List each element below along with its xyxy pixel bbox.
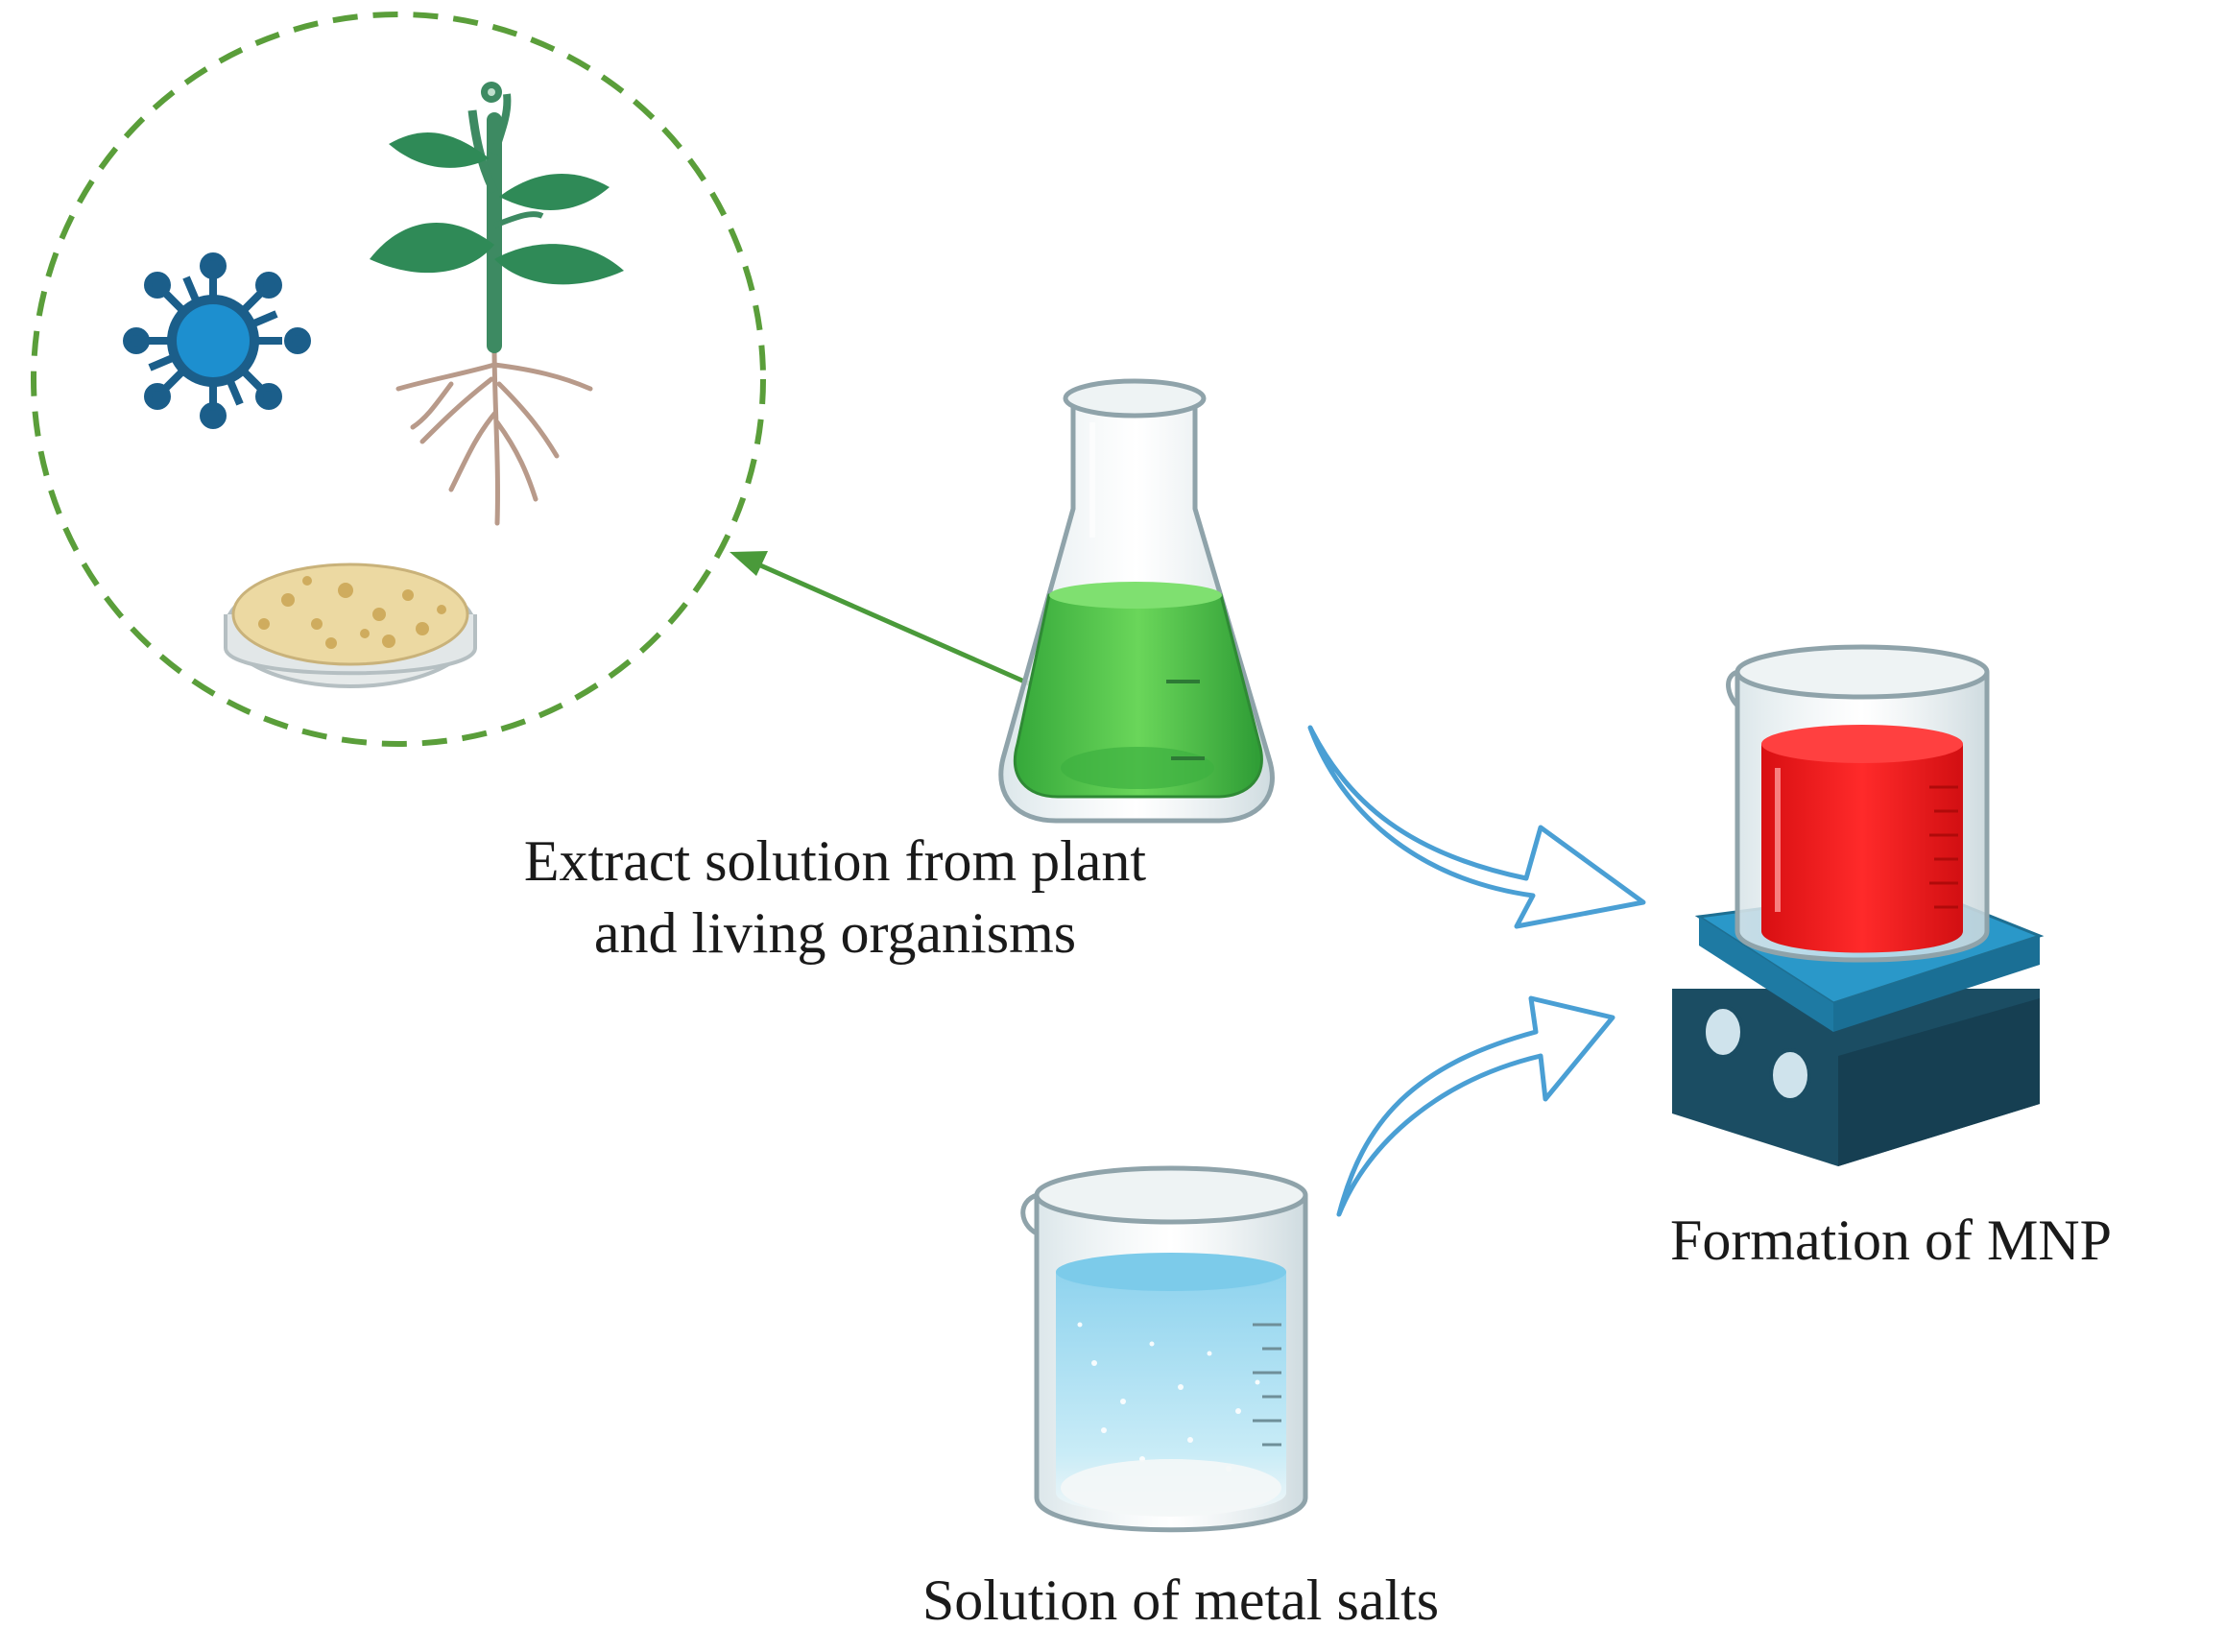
extract-label-line1: Extract solution from plant [523,829,1147,893]
petri-dish-icon [224,563,477,688]
organism-source-circle [31,12,766,747]
extract-label: Extract solution from plant and living o… [317,826,1353,970]
metal-salts-label: Solution of metal salts [921,1568,1440,1632]
blue-beaker-icon [1020,1165,1308,1533]
formation-label: Formation of MNP [1669,1209,2113,1272]
flow-arrow-top [1307,725,1646,929]
erlenmeyer-flask-icon [998,378,1275,824]
flow-arrow-bottom [1336,995,1615,1217]
microbe-icon [123,252,311,429]
plant-icon [370,82,624,526]
extract-arrow [730,551,1048,694]
red-beaker-icon [1726,644,1990,963]
extract-label-line2: and living organisms [593,901,1077,965]
